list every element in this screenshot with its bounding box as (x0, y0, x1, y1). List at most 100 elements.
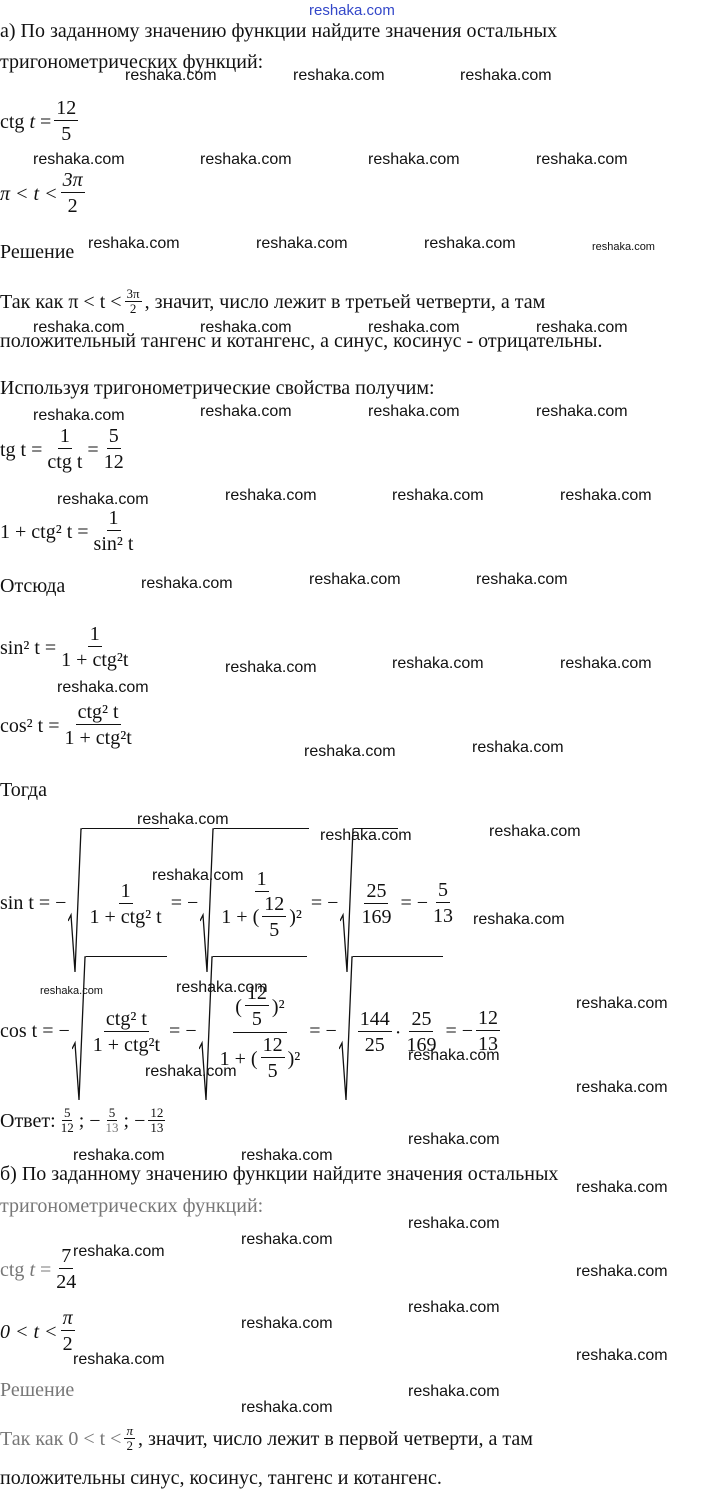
numerator: 7 (59, 1245, 74, 1269)
watermark: reshaka.com (408, 1131, 500, 1148)
watermark: reshaka.com (241, 1147, 333, 1164)
numerator: π (124, 1423, 135, 1439)
formula-var: t (29, 1258, 35, 1281)
denominator: 25 (364, 1034, 385, 1056)
watermark: reshaka.com (489, 823, 581, 840)
numerator: 12 (148, 1105, 166, 1121)
denominator: 2 (126, 1438, 133, 1453)
watermark: reshaka.com (152, 867, 244, 884)
numerator: 144 (357, 1008, 392, 1032)
watermark-header: reshaka.com (309, 2, 395, 19)
watermark: reshaka.com (536, 319, 628, 336)
formula-text: tg t = (0, 438, 43, 461)
paragraph-signs-b: положительны синус, косинус, тангенс и к… (0, 1467, 442, 1489)
watermark: reshaka.com (73, 1243, 165, 1260)
numerator: 1 (87, 623, 102, 647)
watermark: reshaka.com (176, 979, 268, 996)
formula-text: )² (271, 995, 285, 1018)
denominator: 5 (269, 918, 280, 941)
formula-text: ctg (0, 1258, 25, 1281)
watermark: reshaka.com (368, 319, 460, 336)
watermark: reshaka.com (200, 403, 292, 420)
denominator: 1 + ctg² t (89, 906, 162, 928)
part-a-title-line2: тригонометрических функций: (0, 51, 264, 73)
watermark: reshaka.com (576, 1179, 668, 1196)
formula-text: = − (310, 892, 339, 914)
part-b-title-line1: б) По заданному значению функции найдите… (0, 1163, 559, 1185)
denominator: 13 (433, 904, 454, 927)
watermark: reshaka.com (476, 571, 568, 588)
watermark: reshaka.com (560, 487, 652, 504)
denominator: 13 (150, 1120, 164, 1135)
watermark: reshaka.com (408, 1215, 500, 1232)
denominator: 13 (478, 1032, 499, 1055)
formula-text: sin² t = (0, 636, 57, 659)
watermark: reshaka.com (241, 1231, 333, 1248)
part-b-title-line2: тригонометрических функций: (0, 1195, 264, 1217)
watermark: reshaka.com (576, 1347, 668, 1364)
watermark: reshaka.com (576, 1079, 668, 1096)
denominator: 169 (361, 906, 392, 928)
formula-text: cos² t = (0, 714, 60, 737)
watermark: reshaka.com (536, 151, 628, 168)
watermark: reshaka.com (293, 67, 385, 84)
text: , значит, число лежит в третьей четверти… (144, 290, 546, 313)
formula-text: = − (169, 1020, 197, 1042)
paragraph-properties: Используя тригонометрические свойства по… (0, 377, 435, 399)
formula-text: · (394, 1021, 402, 1044)
watermark: reshaka.com (408, 1299, 500, 1316)
watermark: reshaka.com (225, 487, 317, 504)
watermark: reshaka.com (460, 67, 552, 84)
numerator: 5 (106, 425, 121, 449)
denominator: 169 (406, 1034, 437, 1056)
numerator: ctg² t (103, 1008, 149, 1032)
watermark: reshaka.com (536, 403, 628, 420)
denominator: 12 (103, 451, 124, 473)
denominator: 12 (60, 1120, 74, 1135)
formula-text: 1 + ( (219, 1047, 258, 1070)
denominator: 1 + ctg²t (61, 649, 129, 671)
formula-text: )² (289, 906, 302, 928)
paragraph-signs: положительный тангенс и котангенс, а син… (0, 330, 603, 352)
watermark: reshaka.com (304, 743, 396, 760)
denominator: 2 (67, 195, 78, 217)
radical-sign-icon (339, 956, 353, 1106)
text: , значит, число лежит в первой четверти,… (137, 1427, 533, 1450)
formula-text: 0 < t < (0, 1320, 58, 1343)
numerator: 3π (124, 286, 142, 302)
watermark: reshaka.com (473, 911, 565, 928)
numerator: 5 (436, 878, 451, 903)
hence-label: Отсюда (0, 575, 66, 597)
watermark: reshaka.com (368, 403, 460, 420)
formula-text: ctg (0, 110, 25, 133)
separator: ; − (78, 1109, 101, 1132)
formula-text: sin t = − (0, 892, 67, 914)
numerator: ctg² t (75, 701, 121, 725)
